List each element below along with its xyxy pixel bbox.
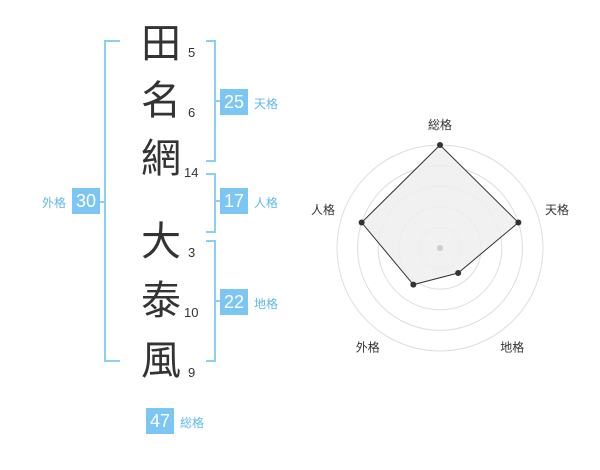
chikaku-badge: 22 — [220, 289, 248, 315]
name-char-6: 風 — [141, 338, 181, 384]
radar-axis-label: 外格 — [356, 340, 380, 355]
gaikaku-badge: 30 — [72, 188, 100, 214]
stroke-count-2: 6 — [188, 105, 196, 120]
jinkaku-tick — [214, 200, 222, 202]
gaikaku-label: 外格 — [42, 196, 67, 210]
gaikaku-bracket — [104, 40, 120, 362]
radar-center-dot — [437, 245, 443, 251]
radar-axis-label: 人格 — [311, 202, 335, 217]
name-char-1: 田 — [141, 21, 181, 67]
radar-point — [437, 142, 443, 148]
radar-axis-label: 総格 — [428, 117, 452, 132]
tenkaku-tick — [214, 100, 222, 102]
jinkaku-badge: 17 — [220, 188, 248, 214]
jinkaku-label: 人格 — [254, 196, 279, 210]
radar-axis-label: 天格 — [545, 202, 569, 217]
chikaku-label: 地格 — [254, 297, 279, 311]
gaikaku-tick — [98, 201, 106, 203]
radar-axis-label: 地格 — [500, 340, 524, 355]
tenkaku-label: 天格 — [254, 97, 279, 111]
name-char-2: 名 — [141, 78, 181, 124]
soukaku-badge: 47 — [146, 408, 174, 434]
name-char-4: 大 — [141, 219, 181, 265]
name-char-3: 網 — [141, 136, 181, 182]
radar-point — [358, 219, 365, 226]
radar-data-area — [360, 144, 520, 286]
radar-point — [410, 281, 417, 288]
stroke-count-6: 9 — [188, 365, 196, 380]
soukaku-label: 総格 — [180, 416, 205, 430]
radar-point — [455, 269, 462, 276]
stroke-count-3: 14 — [184, 165, 199, 180]
name-char-5: 泰 — [141, 278, 181, 324]
stroke-count-1: 5 — [188, 45, 196, 60]
chikaku-tick — [214, 300, 222, 302]
stroke-count-4: 3 — [188, 245, 196, 260]
stroke-count-5: 10 — [184, 305, 199, 320]
radar-point — [515, 219, 522, 226]
jinkaku-bracket — [206, 173, 216, 233]
tenkaku-badge: 25 — [220, 89, 248, 115]
